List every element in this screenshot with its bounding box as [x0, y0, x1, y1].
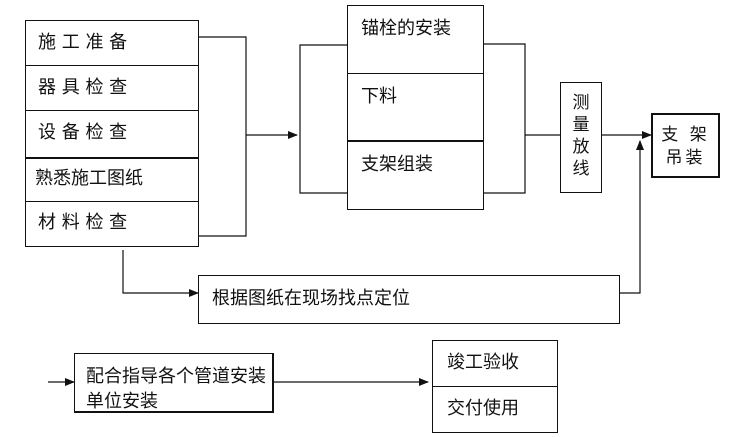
prep-step-tool-check: 器 具 检 查 [38, 77, 128, 98]
measure-layout-label: 测量放线 [572, 93, 590, 179]
hang-label: 支 架 吊装 [661, 125, 710, 168]
coordinate-box [74, 353, 274, 413]
install-group [347, 5, 484, 210]
install-step-cutting: 下料 [361, 86, 397, 107]
final-step-handover: 交付使用 [447, 398, 519, 419]
measure-layout-box [560, 82, 602, 193]
arrow-locate-to-hang [620, 140, 644, 294]
prep-column [25, 20, 199, 247]
locate-box [198, 275, 620, 324]
hang-box [651, 113, 720, 178]
prep-step-drawing-familiarize: 熟悉施工图纸 [35, 168, 143, 189]
locate-label: 根据图纸在现场找点定位 [212, 288, 410, 309]
install-left-bracket [299, 44, 347, 194]
prep-bracket [198, 36, 247, 237]
final-step-acceptance: 竣工验收 [447, 352, 519, 373]
install-step-anchor-bolt: 锚栓的安装 [361, 18, 451, 39]
prep-step-construction-prep: 施 工 准 备 [38, 32, 128, 53]
prep-step-material-check: 材 料 检 查 [38, 212, 128, 233]
prep-step-equipment-check: 设 备 检 查 [38, 122, 128, 143]
install-right-bracket [483, 43, 526, 194]
arrow-material-to-locate [122, 250, 199, 297]
final-divider [432, 386, 558, 387]
install-step-bracket-assembly: 支架组装 [361, 154, 433, 175]
coordinate-label: 配合指导各个管道安装单位安装 [86, 366, 266, 412]
